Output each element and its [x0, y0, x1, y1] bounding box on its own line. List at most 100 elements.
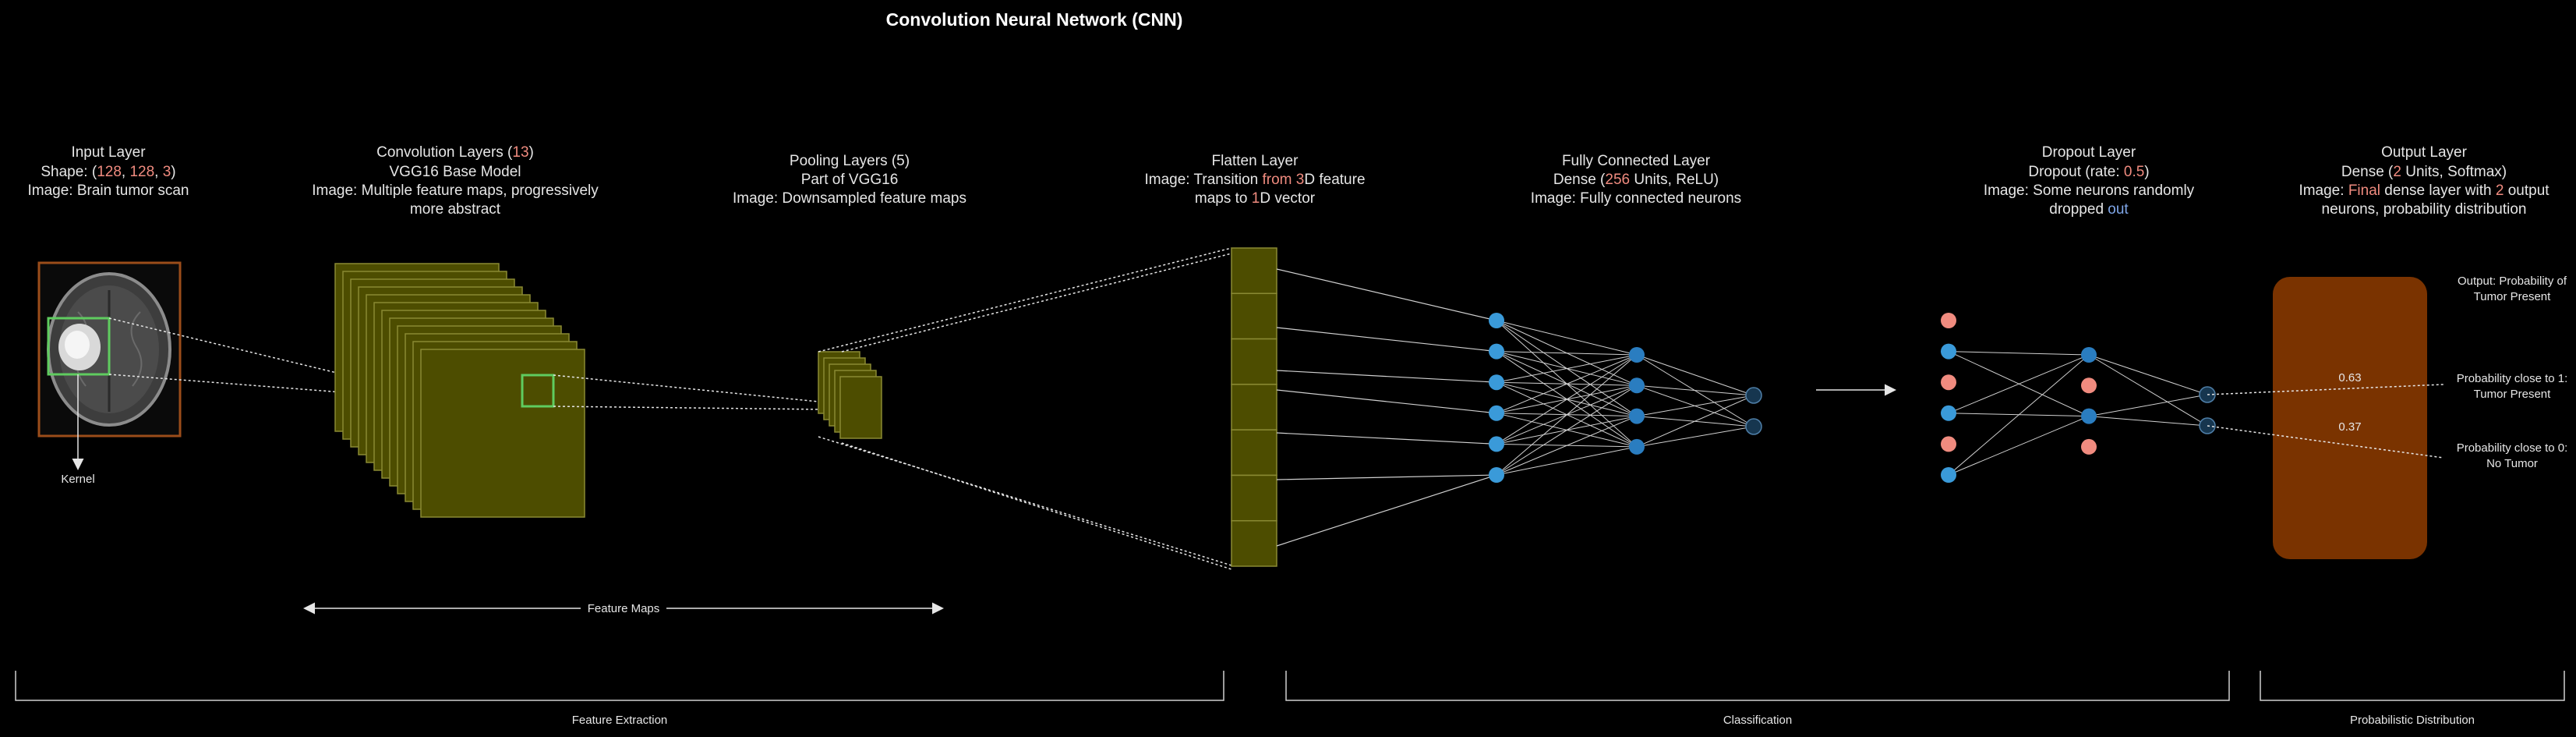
conv-to-pool-lines [553, 374, 827, 410]
flatten-cell [1231, 292, 1277, 340]
section-brackets [15, 671, 2565, 701]
dropout-neuron [1941, 405, 1956, 421]
flatten-connection [1276, 389, 1497, 414]
dense-layer-units: Dense (256 Units, ReLU) [1553, 172, 1719, 188]
dense-connection [1636, 426, 1754, 448]
dropout-connection [2088, 416, 2208, 427]
dense-connection [1636, 384, 1754, 396]
dense-neuron [1745, 387, 1762, 404]
dense-neuron [1745, 418, 1762, 435]
dropout-layer-desc-1: Image: Some neurons randomly [1984, 182, 2195, 199]
dropped-neuron [2081, 377, 2097, 394]
input-layer-shape: Shape: (128, 128, 3) [41, 164, 175, 180]
dropout-layer-rate: Dropout (rate: 0.5) [2028, 164, 2149, 180]
flatten-layer-desc-1: Image: Transition from 3D feature [1144, 172, 1365, 188]
input-layer-desc: Image: Brain tumor scan [28, 182, 189, 199]
output-note-p1-2: Tumor Present [2474, 388, 2551, 401]
conv-layer-model: VGG16 Base Model [390, 164, 521, 180]
input-layer-title: Input Layer [71, 144, 146, 161]
input-layer-header: Input Layer Shape: (128, 128, 3) Image: … [28, 144, 189, 199]
dense-neuron [1629, 438, 1645, 455]
section-feature-extraction: Feature Extraction [572, 714, 668, 727]
dense-connection [1496, 351, 1638, 356]
dropout-layer-title: Dropout Layer [2042, 144, 2136, 161]
flatten-cell [1231, 384, 1277, 431]
dropout-connection [2088, 354, 2208, 395]
output-layer-desc-2: neurons, probability distribution [2322, 201, 2527, 218]
dropped-neuron [1941, 436, 1956, 452]
feature-maps-label: Feature Maps [588, 602, 660, 615]
flatten-vector [1231, 247, 1277, 567]
dense-neuron [1489, 313, 1504, 328]
flatten-connection [1276, 432, 1497, 445]
pool-feature-map-stack [818, 351, 882, 439]
dropout-connection [2088, 394, 2208, 417]
dense-connection [1496, 354, 1638, 476]
dense-connection [1496, 354, 1638, 414]
flatten-layer-title: Flatten Layer [1212, 153, 1299, 169]
dense-neuron [1489, 467, 1504, 483]
conv-feature-map [420, 349, 585, 518]
output-note-p1-1: Probability close to 1: [2457, 372, 2568, 385]
dropout-neuron [2081, 347, 2097, 363]
dense-network [1276, 268, 1762, 547]
dense-connection [1636, 354, 1754, 396]
dropout-connection [1948, 416, 2090, 476]
dropout-layer-header: Dropout Layer Dropout (rate: 0.5) Image:… [1984, 144, 2195, 218]
pool-feature-map [839, 376, 882, 439]
pool-layer-header: Pooling Layers (5) Part of VGG16 Image: … [733, 153, 966, 207]
flatten-connection [1276, 370, 1497, 383]
dense-neuron [1489, 343, 1504, 360]
flatten-connection [1276, 474, 1497, 547]
dense-connection [1496, 354, 1638, 445]
flatten-cell [1231, 247, 1277, 295]
dropout-connection [1948, 354, 2090, 414]
output-note-p2-1: Probability close to 0: [2457, 441, 2568, 455]
dropped-neuron [1941, 313, 1956, 328]
prob-value-2: 0.37 [2338, 420, 2361, 434]
dense-connection [1636, 395, 1754, 417]
dense-connection [1496, 384, 1638, 476]
flatten-connection [1276, 268, 1497, 321]
conv-feature-map-stack [334, 263, 585, 518]
kernel-label: Kernel [61, 473, 94, 486]
dense-connection [1496, 416, 1638, 476]
section-classification: Classification [1723, 714, 1792, 727]
output-layer-desc-1: Image: Final dense layer with 2 output [2299, 182, 2549, 199]
flatten-connection [1276, 327, 1497, 353]
dropout-network [1941, 313, 2216, 483]
dropout-connection [1948, 351, 2090, 356]
flatten-layer-desc-2: maps to 1D vector [1195, 190, 1316, 207]
dropout-neuron [1941, 343, 1956, 360]
output-links [2207, 384, 2444, 459]
output-layer-title: Output Layer [2381, 144, 2468, 161]
flatten-layer-header: Flatten Layer Image: Transition from 3D … [1144, 153, 1365, 207]
output-probability-box [2273, 277, 2427, 559]
conv-layer-header: Convolution Layers (13) VGG16 Base Model… [312, 144, 599, 218]
flatten-cell [1231, 474, 1277, 522]
output-layer-header: Output Layer Dense (2 Units, Softmax) Im… [2299, 144, 2549, 218]
conv-layer-desc-2: more abstract [410, 201, 501, 218]
dropout-connection [1948, 354, 2090, 476]
conv-kernel-box [521, 374, 555, 408]
dense-connection [1496, 320, 1638, 356]
section-probabilistic: Probabilistic Distribution [2350, 714, 2475, 727]
prob-value-1: 0.63 [2338, 371, 2361, 384]
dropout-layer-desc-2: dropped out [2049, 201, 2129, 218]
dense-connection [1636, 395, 1754, 448]
diagram-title: Convolution Neural Network (CNN) [886, 9, 1183, 30]
dense-neuron [1489, 436, 1504, 452]
conv-layer-title: Convolution Layers (13) [376, 144, 534, 161]
flatten-cell [1231, 338, 1277, 385]
dropped-neuron [2081, 438, 2097, 455]
dense-layer-desc: Image: Fully connected neurons [1531, 190, 1741, 207]
dense-neuron [1629, 347, 1645, 363]
output-note-top-1: Output: Probability of [2458, 275, 2567, 288]
dense-layer-header: Fully Connected Layer Dense (256 Units, … [1531, 153, 1741, 207]
dense-neuron [1489, 374, 1504, 391]
flatten-connection [1276, 474, 1497, 480]
flatten-cell [1231, 519, 1277, 567]
dropout-neuron [1941, 467, 1956, 483]
output-note-p2-2: No Tumor [2486, 457, 2538, 470]
